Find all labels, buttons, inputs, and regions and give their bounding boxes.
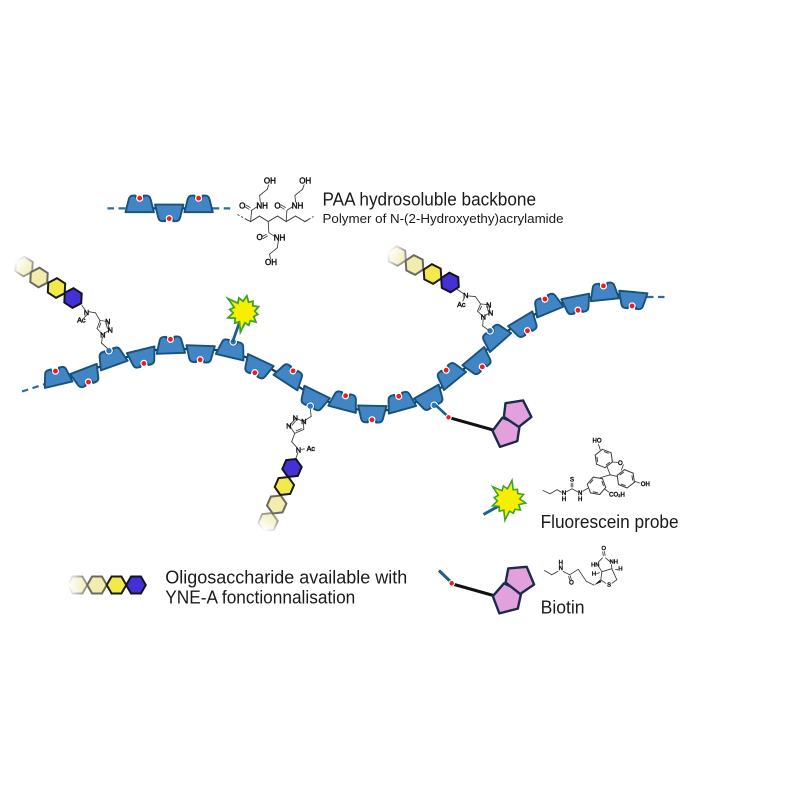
svg-text:OH: OH (299, 176, 311, 185)
svg-text:CO₂H: CO₂H (609, 492, 625, 498)
svg-text:NH: NH (610, 559, 618, 565)
svg-text:S: S (607, 583, 611, 589)
svg-text:N: N (301, 417, 306, 426)
svg-text:PAA hydrosoluble backbone: PAA hydrosoluble backbone (323, 189, 537, 209)
svg-text:N: N (105, 317, 110, 326)
svg-text:Ac: Ac (77, 315, 86, 324)
svg-text:H: H (618, 567, 622, 573)
svg-text:N: N (293, 414, 298, 423)
svg-text:Polymer of N-(2-Hydroxyethy)ac: Polymer of N-(2-Hydroxyethy)acrylamide (323, 211, 564, 226)
svg-text:N: N (286, 421, 291, 430)
svg-text:O: O (569, 581, 574, 587)
svg-text:O: O (274, 202, 280, 211)
svg-text:O: O (601, 546, 606, 552)
svg-text:HN: HN (591, 562, 599, 568)
svg-text:H: H (578, 497, 582, 503)
svg-text:Fluorescein probe: Fluorescein probe (541, 512, 679, 532)
svg-text:NH: NH (256, 201, 268, 210)
svg-text:N: N (488, 308, 493, 317)
svg-text:NH: NH (274, 233, 286, 242)
svg-text:O: O (256, 233, 262, 242)
svg-text:N: N (559, 566, 563, 572)
svg-text:NH: NH (292, 201, 304, 210)
svg-text:H: H (562, 497, 566, 503)
svg-text:YNE-A fonctionnalisation: YNE-A fonctionnalisation (165, 588, 355, 608)
svg-text:N: N (296, 446, 301, 455)
svg-text:H: H (592, 572, 596, 578)
svg-text:OH: OH (264, 176, 276, 185)
svg-text:N: N (578, 491, 582, 497)
svg-text:S: S (570, 477, 574, 483)
svg-text:N: N (108, 326, 113, 335)
svg-text:OH: OH (265, 258, 277, 267)
svg-text:O: O (239, 202, 245, 211)
svg-text:N: N (100, 330, 105, 339)
svg-text:N: N (481, 313, 486, 322)
svg-text:N: N (84, 308, 89, 317)
svg-text:HO: HO (593, 438, 602, 444)
svg-text:N: N (486, 300, 491, 309)
svg-text:O: O (618, 461, 623, 467)
svg-text:OH: OH (641, 482, 650, 488)
svg-text:Ac: Ac (307, 444, 316, 453)
svg-text:N: N (463, 291, 468, 300)
svg-text:Oligosaccharide available with: Oligosaccharide available with (165, 568, 407, 588)
svg-text:H: H (559, 560, 563, 566)
svg-text:N: N (562, 491, 566, 497)
svg-text:Biotin: Biotin (541, 598, 585, 618)
svg-text:Ac: Ac (457, 300, 466, 309)
